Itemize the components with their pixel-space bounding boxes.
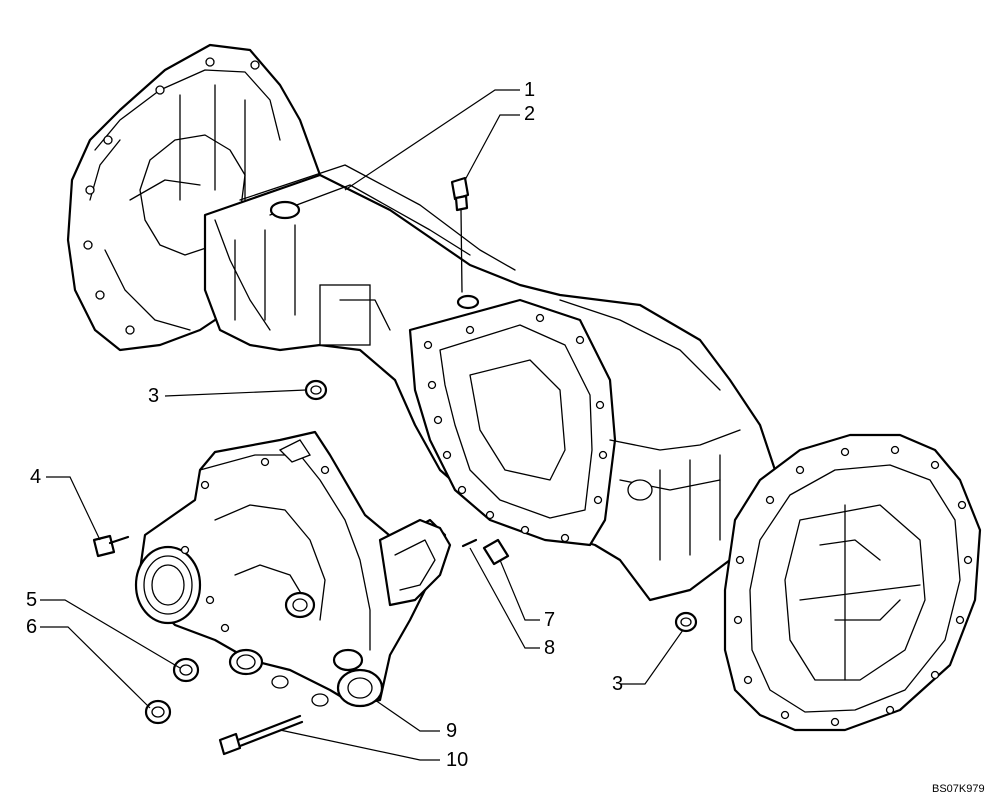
differential-carrier <box>134 430 452 708</box>
pin-7 <box>482 538 510 566</box>
callout-6: 6 <box>26 616 37 638</box>
callout-labels: 1 2 3 3 4 5 6 7 8 9 10 <box>26 79 623 771</box>
pin-8 <box>461 538 478 548</box>
callout-4: 4 <box>30 466 41 488</box>
bolt-10 <box>218 714 304 756</box>
callout-3-right: 3 <box>612 673 623 695</box>
axle-housing <box>203 164 777 602</box>
breather-valve <box>450 176 470 293</box>
leader-lines <box>40 89 684 761</box>
plug-left <box>304 379 328 401</box>
callout-9: 9 <box>446 720 457 742</box>
callout-2: 2 <box>524 103 535 125</box>
callout-3-left: 3 <box>148 385 159 407</box>
right-hub-flange <box>723 433 982 732</box>
callout-7: 7 <box>544 609 555 631</box>
bolt-4 <box>92 534 130 558</box>
bush-5 <box>172 657 200 683</box>
plug-6 <box>144 699 172 725</box>
drawing-code: BS07K979 <box>932 783 985 795</box>
callout-5: 5 <box>26 589 37 611</box>
plug-right <box>674 611 698 633</box>
callout-1: 1 <box>524 79 535 101</box>
callout-10: 10 <box>446 749 468 771</box>
callout-8: 8 <box>544 637 555 659</box>
